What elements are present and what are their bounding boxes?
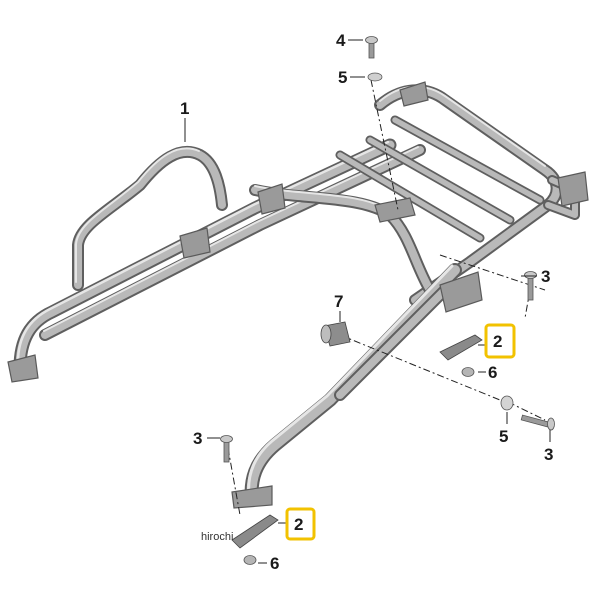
highlight-box-2-upper	[484, 323, 516, 359]
callout-6-upper: 6	[488, 363, 497, 382]
callout-7: 7	[334, 292, 343, 311]
grab-handle	[72, 145, 228, 291]
callout-4: 4	[336, 31, 346, 50]
callout-3-bottom: 3	[544, 445, 553, 464]
left-rail	[13, 138, 397, 375]
callout-5-bottom: 5	[499, 427, 508, 446]
luggage-rack-frame	[7, 81, 589, 509]
spacer-part-7	[320, 321, 351, 347]
washer-part-5-right	[500, 395, 514, 411]
bolt-part-3-horizontal	[520, 414, 555, 431]
inner-rail	[39, 144, 426, 341]
washer-part-5-top	[367, 72, 383, 82]
highlight-box-2-lower	[285, 507, 316, 541]
bolt-part-3-left	[220, 435, 233, 463]
watermark-text: hirochi	[201, 531, 233, 543]
callout-1: 1	[180, 99, 189, 118]
leader-lines	[184, 39, 551, 564]
nut-part-6-upper	[461, 367, 475, 377]
callout-3-left: 3	[193, 429, 202, 448]
callout-3-right: 3	[541, 267, 550, 286]
callout-5-top: 5	[338, 68, 347, 87]
callout-2-upper: 2	[493, 332, 502, 351]
plate-part-2-upper	[439, 334, 483, 361]
callout-labels: 1 2 2 3 3 3 4 5 5 6 6 7	[180, 31, 553, 573]
bolt-part-4	[365, 36, 378, 59]
nut-part-6-lower	[243, 555, 257, 565]
mounting-brackets	[7, 81, 589, 509]
hardware-parts	[220, 36, 555, 565]
callout-2-lower: 2	[294, 515, 303, 534]
callout-6-lower: 6	[270, 554, 279, 573]
right-rail	[244, 263, 462, 507]
plate-part-2-lower	[231, 514, 279, 549]
